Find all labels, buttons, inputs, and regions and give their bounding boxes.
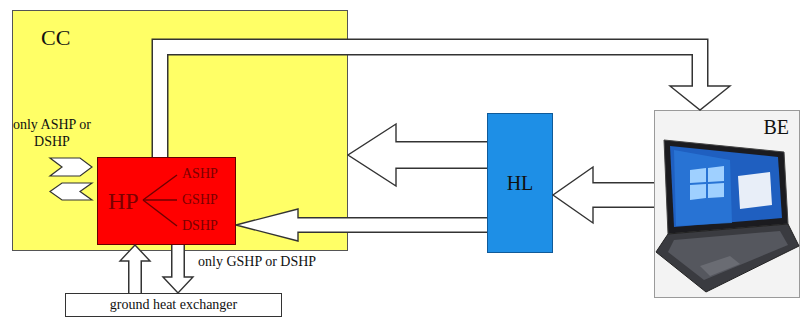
air-in-chevron <box>50 158 92 176</box>
block-arrow <box>163 245 193 293</box>
hp-type: DSHP <box>182 218 218 234</box>
block-arrow <box>348 124 487 186</box>
air-out-chevron <box>50 183 92 200</box>
block-arrow <box>236 209 487 241</box>
block-arrow <box>120 245 150 293</box>
hl-box: HL <box>487 113 553 253</box>
laptop-illustration <box>656 140 799 292</box>
ground-heat-exchanger-box: ground heat exchanger <box>65 293 282 317</box>
block-arrow <box>553 167 654 223</box>
be-title: BE <box>763 116 789 139</box>
hp-box: HP ASHP GSHP DSHP <box>97 157 236 245</box>
hp-type: ASHP <box>182 166 218 182</box>
region-title: CC <box>41 25 70 50</box>
block-arrow <box>160 47 730 157</box>
box-label: ground heat exchanger <box>110 297 238 313</box>
hp-type: GSHP <box>182 192 218 208</box>
hp-title: HP <box>108 188 139 216</box>
hp-branch-lines <box>143 175 177 226</box>
note-label: only ASHP or DSHP <box>10 116 94 150</box>
note-label: only GSHP or DSHP <box>198 253 316 270</box>
hl-title: HL <box>507 172 534 195</box>
